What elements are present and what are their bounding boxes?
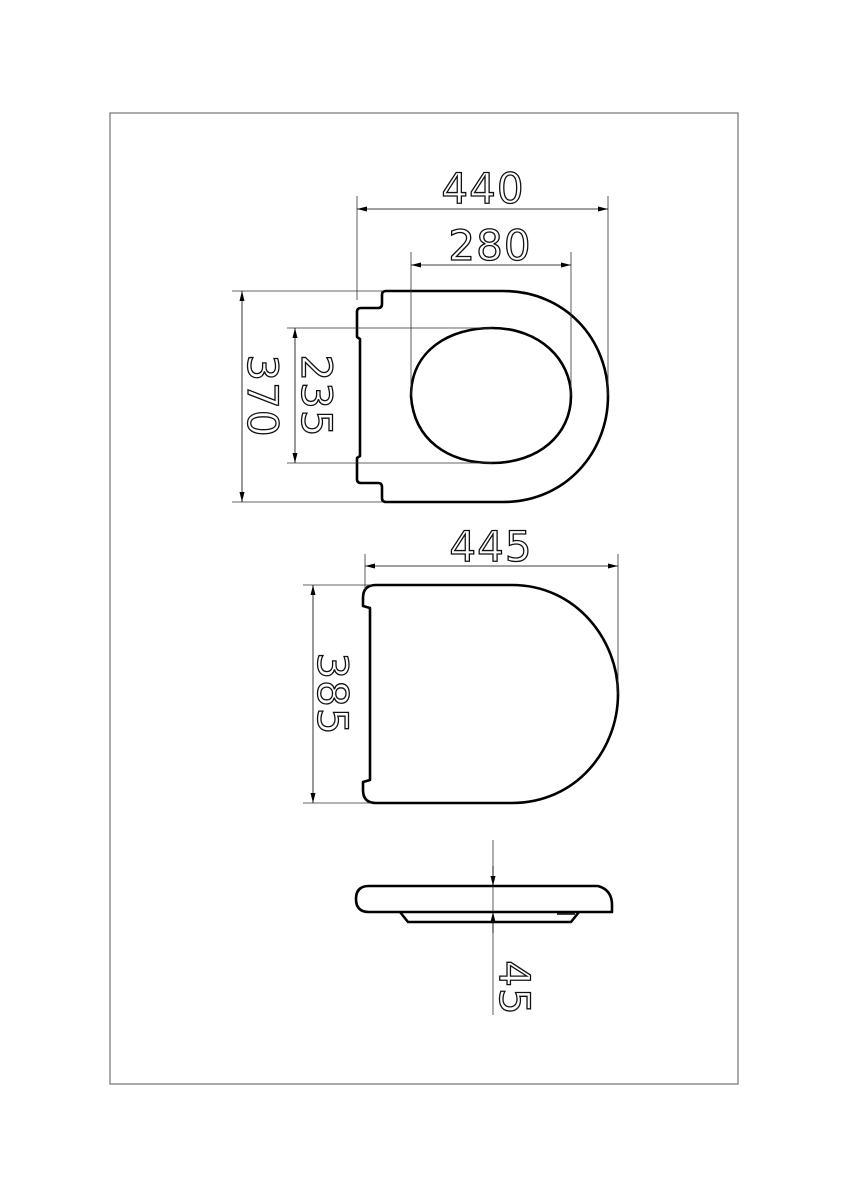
seat-outline <box>355 289 610 504</box>
dimension-overall-depth: 370 <box>238 354 287 437</box>
side-profile-outline <box>354 884 614 914</box>
seat-side-view: 45 <box>354 840 614 1016</box>
dimension-seat-height: 45 <box>490 960 539 1015</box>
dimension-lid-width: 445 <box>449 522 532 571</box>
side-profile-base <box>398 911 581 924</box>
dimension-opening-width: 280 <box>448 221 531 270</box>
dimension-lid-depth: 385 <box>308 652 357 735</box>
seat-top-view: 440 280 370 235 <box>232 163 610 504</box>
dimension-opening-depth: 235 <box>292 354 341 437</box>
drawing-frame <box>109 112 739 1085</box>
lid-outline <box>361 583 620 805</box>
seat-opening <box>409 326 573 465</box>
dimension-overall-width: 440 <box>441 164 524 213</box>
lid-top-view: 445 385 <box>303 521 620 805</box>
